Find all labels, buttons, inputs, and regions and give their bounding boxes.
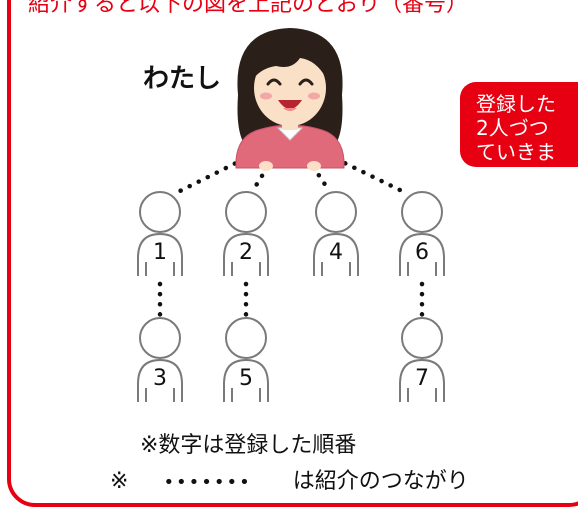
- node-label-4: 4: [329, 240, 343, 265]
- people-nodes: [137, 191, 445, 402]
- node-label-3: 3: [153, 366, 167, 391]
- person-head-1: [139, 191, 181, 233]
- person-node-5: [223, 317, 269, 402]
- person-head-5: [225, 317, 267, 359]
- callout-line-3: ていきま: [476, 140, 556, 164]
- person-head-4: [315, 191, 357, 233]
- legend-connection-note: ※ ••••••• は紹介のつながり: [110, 463, 469, 495]
- person-node-6: [399, 191, 445, 276]
- callout-line-2: 2人づつ: [476, 116, 549, 140]
- node-label-2: 2: [239, 240, 253, 265]
- person-body-7: [399, 358, 445, 402]
- legend-asterisk: ※: [110, 469, 129, 494]
- person-node-2: [223, 191, 269, 276]
- person-node-4: [313, 191, 359, 276]
- node-label-6: 6: [415, 240, 429, 265]
- person-body-1: [137, 232, 183, 276]
- frame-border: [7, 0, 578, 507]
- me-label: わたし: [143, 64, 222, 94]
- person-body-5: [223, 358, 269, 402]
- node-label-1: 1: [153, 240, 167, 265]
- connection-lines: [157, 147, 425, 325]
- person-node-3: [137, 317, 183, 402]
- person-node-1: [137, 191, 183, 276]
- legend-dotted-line-sample: •••••••: [163, 471, 252, 493]
- me-illustration: [235, 28, 345, 171]
- callout-box: 登録した 2人づつ ていきま: [460, 82, 578, 167]
- person-head-7: [401, 317, 443, 359]
- callout-line-1: 登録した: [476, 92, 556, 116]
- node-label-5: 5: [239, 366, 253, 391]
- person-body-3: [137, 358, 183, 402]
- top-caption: 紹介すると以下の図を上記のとおり（番号）: [28, 0, 469, 17]
- legend-connection-text: は紹介のつながり: [292, 469, 469, 494]
- legend-order-note: ※数字は登録した順番: [140, 433, 357, 458]
- person-node-7: [399, 317, 445, 402]
- person-body-4: [313, 232, 359, 276]
- node-label-7: 7: [415, 366, 429, 391]
- person-body-6: [399, 232, 445, 276]
- person-head-6: [401, 191, 443, 233]
- connector-me-6: [315, 147, 407, 195]
- person-head-2: [225, 191, 267, 233]
- person-body-2: [223, 232, 269, 276]
- person-head-3: [139, 317, 181, 359]
